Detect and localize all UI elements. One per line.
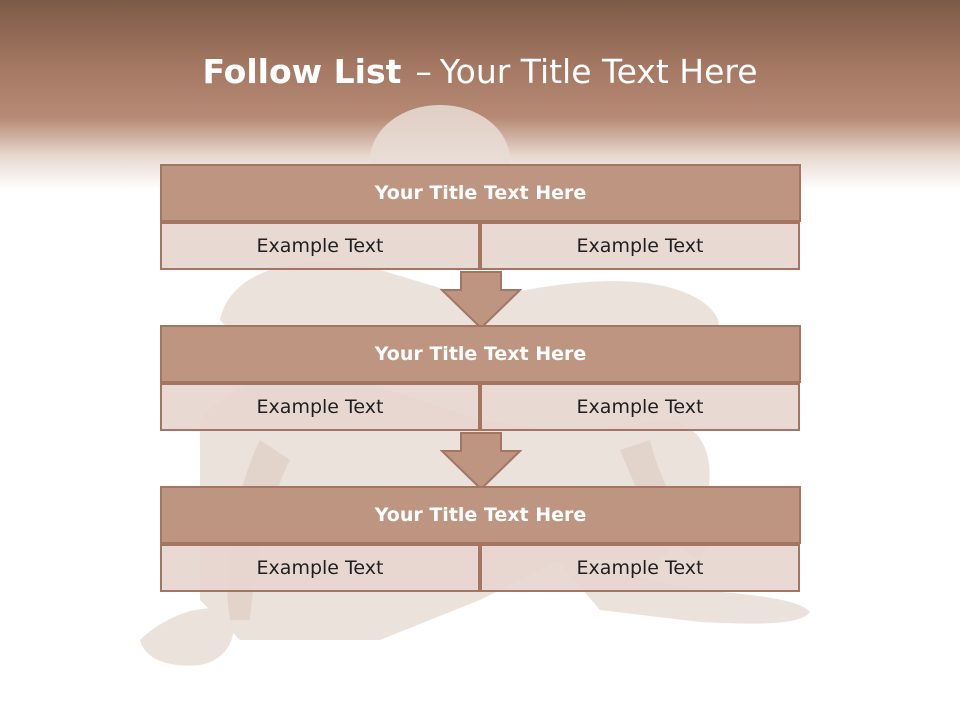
down-arrow-icon	[440, 271, 522, 330]
slide-title-dash: –	[415, 52, 432, 91]
slide-title-bold: Follow List	[202, 52, 402, 91]
block-right-cell: Example Text	[480, 222, 800, 270]
slide-title-rest: Your Title Text Here	[439, 52, 758, 91]
block-right-cell: Example Text	[480, 383, 800, 431]
block-title: Your Title Text Here	[160, 164, 801, 222]
list-block-3: Your Title Text Here Example Text Exampl…	[160, 486, 801, 594]
block-title: Your Title Text Here	[160, 325, 801, 383]
list-block-1: Your Title Text Here Example Text Exampl…	[160, 164, 801, 272]
block-left-cell: Example Text	[160, 383, 480, 431]
slide-title: Follow List–Your Title Text Here	[0, 52, 960, 91]
block-left-cell: Example Text	[160, 544, 480, 592]
list-block-2: Your Title Text Here Example Text Exampl…	[160, 325, 801, 433]
block-right-cell: Example Text	[480, 544, 800, 592]
block-left-cell: Example Text	[160, 222, 480, 270]
down-arrow-icon	[440, 432, 522, 491]
block-title: Your Title Text Here	[160, 486, 801, 544]
